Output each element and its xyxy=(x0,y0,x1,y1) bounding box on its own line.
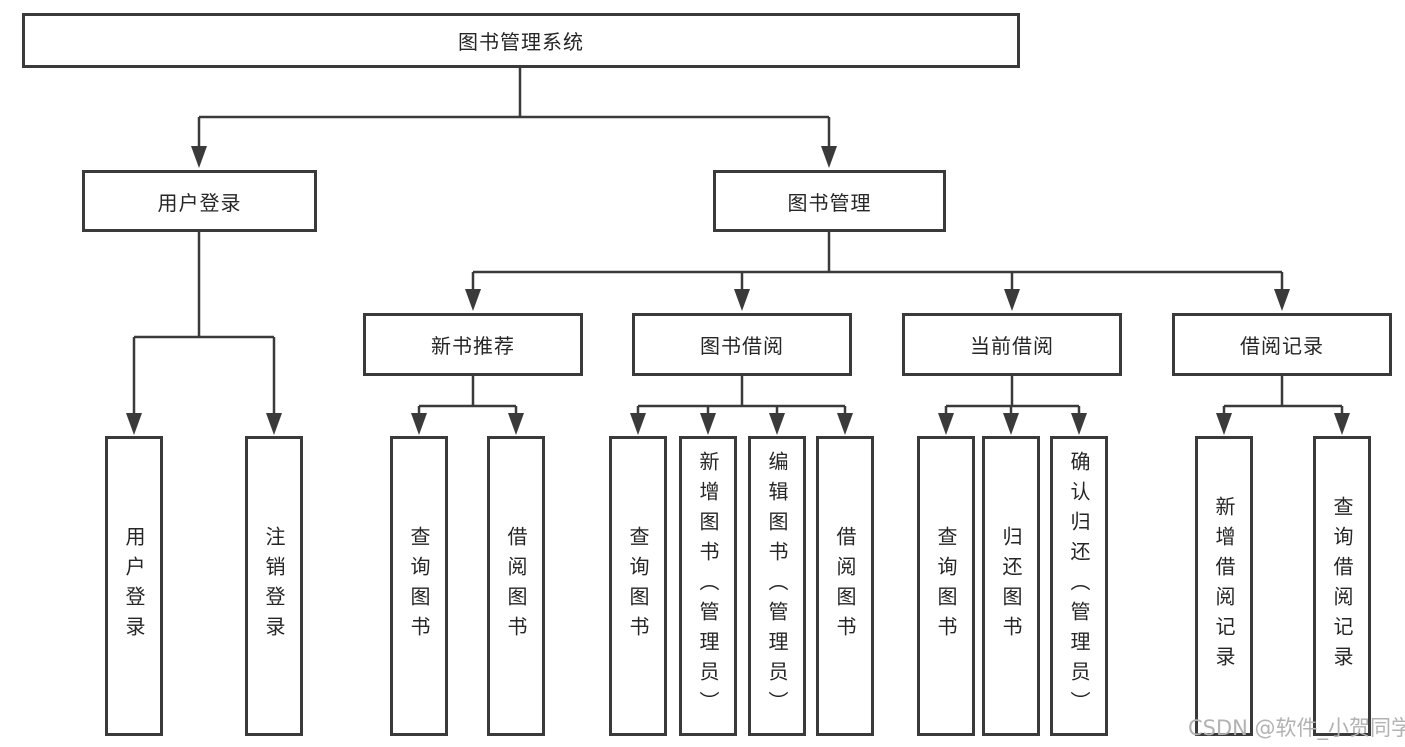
csdn-watermark: CSDN @软件_小贺同学 xyxy=(1188,716,1405,740)
leaf-label: 借阅图书 xyxy=(833,526,857,646)
leaf-label: 新增图书（管理员） xyxy=(696,451,720,721)
leaf-label: 查询图书 xyxy=(626,526,650,646)
node-label: 图书管理 xyxy=(787,190,872,215)
leaf-label: 编辑图书（管理员） xyxy=(765,451,789,721)
node-label: 用户登录 xyxy=(157,190,242,215)
leaf-query-borrow-record: 查询借阅记录 xyxy=(1313,436,1371,736)
leaf-logout: 注销登录 xyxy=(245,436,303,736)
node-label: 借阅记录 xyxy=(1240,334,1324,358)
leaf-query-books-3: 查询图书 xyxy=(917,436,975,736)
leaf-label: 查询借阅记录 xyxy=(1330,496,1354,676)
leaf-label: 查询图书 xyxy=(934,526,958,646)
node-label: 图书管理系统 xyxy=(458,30,584,54)
leaf-add-books-admin: 新增图书（管理员） xyxy=(679,436,737,736)
leaf-label: 借阅图书 xyxy=(504,526,528,646)
leaf-query-books-1: 查询图书 xyxy=(390,436,448,736)
leaf-confirm-return-admin: 确认归还（管理员） xyxy=(1050,436,1108,736)
leaf-borrow-books-2: 借阅图书 xyxy=(816,436,874,736)
leaf-label: 归还图书 xyxy=(999,526,1023,646)
leaf-label: 查询图书 xyxy=(407,526,431,646)
node-new-book-recommend: 新书推荐 xyxy=(363,313,583,376)
node-user-login: 用户登录 xyxy=(82,170,317,232)
node-book-borrowing: 图书借阅 xyxy=(632,313,852,376)
leaf-label: 新增借阅记录 xyxy=(1212,496,1236,676)
leaf-label: 用户登录 xyxy=(122,526,146,646)
leaf-label: 注销登录 xyxy=(262,526,286,646)
node-book-management: 图书管理 xyxy=(713,170,946,232)
leaf-add-borrow-record: 新增借阅记录 xyxy=(1195,436,1253,736)
node-label: 图书借阅 xyxy=(700,334,784,358)
leaf-label: 确认归还（管理员） xyxy=(1067,451,1091,721)
leaf-edit-books-admin: 编辑图书（管理员） xyxy=(748,436,806,736)
node-library-management-system: 图书管理系统 xyxy=(22,13,1020,68)
leaf-user-login: 用户登录 xyxy=(105,436,163,736)
node-current-borrowing: 当前借阅 xyxy=(902,313,1122,376)
node-borrowing-records: 借阅记录 xyxy=(1172,313,1392,376)
leaf-query-books-2: 查询图书 xyxy=(609,436,667,736)
leaf-return-books: 归还图书 xyxy=(982,436,1040,736)
node-label: 新书推荐 xyxy=(431,334,515,358)
leaf-borrow-books-1: 借阅图书 xyxy=(487,436,545,736)
node-label: 当前借阅 xyxy=(970,334,1054,358)
